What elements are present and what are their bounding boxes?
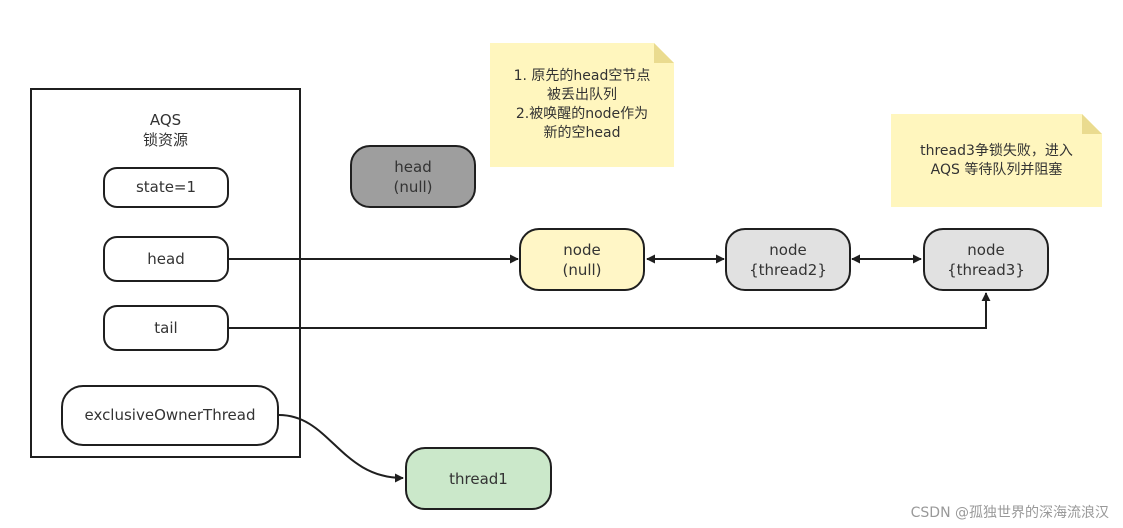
note1-line: 被丢出队列 <box>547 87 617 103</box>
note1-line: 新的空head <box>543 125 621 141</box>
note2-fold <box>1082 114 1102 134</box>
queue-node-thread2[interactable]: node {thread2} <box>725 228 851 291</box>
owner-to-thread1-edge <box>278 414 404 483</box>
aqs-title: AQS 锁资源 <box>30 110 301 150</box>
aqs-title-line2: 锁资源 <box>142 131 188 149</box>
queue-node-value: (null) <box>562 260 602 279</box>
queue-node-value: {thread2} <box>749 260 827 279</box>
queue-node-label: node <box>967 240 1005 259</box>
detached-head-value: (null) <box>393 177 433 196</box>
queue-node-empty-head[interactable]: node (null) <box>519 228 645 291</box>
queue-node-label: node <box>563 240 601 259</box>
detached-head-label: head <box>394 157 432 176</box>
note2-line: thread3争锁失败，进入 <box>920 143 1073 159</box>
note2-shape <box>891 114 1102 207</box>
note1-fold <box>654 43 674 63</box>
head-pointer[interactable]: head <box>103 236 229 282</box>
aqs-title-line1: AQS <box>149 111 182 129</box>
detached-head-node[interactable]: head (null) <box>350 145 476 208</box>
tail-to-last-node-edge <box>229 292 991 329</box>
csdn-watermark: CSDN @孤独世界的深海流浪汉 <box>910 505 1109 521</box>
thread1-node[interactable]: thread1 <box>405 447 552 510</box>
thread1-label: thread1 <box>449 469 508 488</box>
note1-text: 1. 原先的head空节点 被丢出队列 2.被唤醒的node作为 新的空head <box>490 67 674 143</box>
note1-line: 1. 原先的head空节点 <box>513 68 651 84</box>
queue-node-value: {thread3} <box>947 260 1025 279</box>
exclusive-owner-thread-field[interactable]: exclusiveOwnerThread <box>61 385 279 446</box>
note2-line: AQS 等待队列并阻塞 <box>930 162 1063 178</box>
queue-node-label: node <box>769 240 807 259</box>
note1-shape <box>490 43 674 167</box>
state-field[interactable]: state=1 <box>103 167 229 208</box>
tail-pointer[interactable]: tail <box>103 305 229 351</box>
queue-node-thread3[interactable]: node {thread3} <box>923 228 1049 291</box>
note1-line: 2.被唤醒的node作为 <box>515 106 649 122</box>
note2-text: thread3争锁失败，进入 AQS 等待队列并阻塞 <box>891 142 1102 180</box>
